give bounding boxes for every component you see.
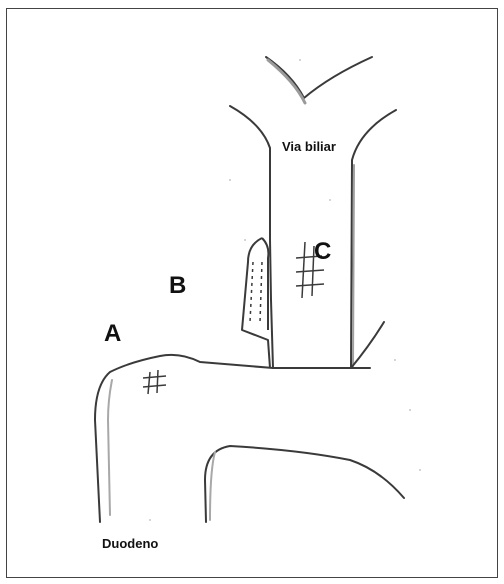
cystic-stump [242,238,270,368]
suture-a [143,370,166,394]
pencil-shading [149,59,421,521]
label-a: A [104,320,121,348]
label-via-biliar: Via biliar [282,139,336,154]
label-duodeno: Duodeno [102,536,158,551]
bile-duct [230,57,396,368]
label-c: C [314,238,331,266]
duodenum [95,355,404,522]
label-b: B [169,272,186,300]
